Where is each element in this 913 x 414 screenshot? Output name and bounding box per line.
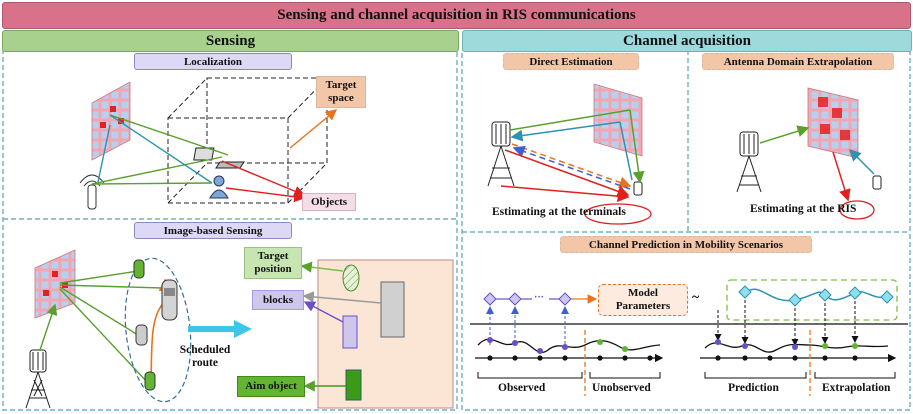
extrapolation-label: Extrapolation [822, 382, 891, 394]
direct-estimation-caption: Estimating at the terminals [492, 206, 626, 218]
antenna-domain-extrapolation-label: Antenna Domain Extrapolation [702, 53, 894, 70]
phone-icon-direct [633, 181, 643, 196]
target-position-box: Target position [244, 247, 302, 279]
car-gray-large [161, 279, 178, 321]
car-green-top [133, 259, 145, 279]
unobserved-label: Unobserved [592, 382, 651, 394]
direct-caption-highlight: terminals [579, 206, 626, 218]
ris-panel-antenna [807, 87, 859, 159]
car-gray-small [135, 324, 148, 346]
aim-object-shape [345, 369, 362, 401]
base-station-tower-left [25, 349, 51, 409]
prediction-label: Prediction [728, 382, 779, 394]
ellipsis-dots: ··· [534, 292, 545, 303]
base-station-tower-direct [487, 121, 515, 187]
antenna-caption-prefix: Estimating at the [750, 203, 835, 215]
observed-label: Observed [498, 382, 546, 394]
person-icon [209, 175, 229, 199]
ris-highlight-ellipse [839, 200, 875, 220]
localization-label: Localization [134, 53, 292, 70]
sensing-flow-arrow [188, 320, 252, 338]
access-point-icon [79, 174, 105, 210]
predicted-parameter-markers [738, 285, 894, 307]
phone-icon-antenna [872, 175, 882, 190]
scheduled-route-label: Scheduled route [179, 344, 231, 369]
target-space-cube [167, 77, 328, 204]
direct-estimation-label: Direct Estimation [503, 53, 639, 70]
channel-prediction-label: Channel Prediction in Mobility Scenarios [560, 236, 812, 253]
block-small [342, 315, 358, 349]
block-large [380, 281, 405, 338]
aim-object-box: Aim object [237, 376, 305, 397]
objects-box: Objects [302, 193, 356, 211]
predicted-samples [715, 339, 858, 361]
model-parameters-box: Model Parameters [598, 284, 688, 316]
car-green-bottom [144, 371, 156, 391]
blocks-box: blocks [252, 290, 304, 310]
antenna-extrapolation-caption: Estimating at the RIS [750, 203, 856, 215]
antenna-caption-highlight: RIS [837, 203, 857, 215]
diagram-title: Sensing and channel acquisition in RIS c… [2, 2, 911, 29]
channel-acquisition-header: Channel acquisition [462, 30, 912, 52]
direct-caption-prefix: Estimating at the [492, 206, 577, 218]
ris-panel-localization [91, 81, 131, 161]
terminals-highlight-ellipse [584, 203, 652, 225]
sensing-header: Sensing [2, 30, 459, 52]
base-station-tower-antenna [736, 131, 762, 193]
tilde-symbol: ~ [692, 290, 700, 305]
prediction-box [726, 279, 898, 321]
target-blob [342, 264, 360, 292]
observed-parameter-markers [483, 292, 572, 306]
target-space-box: Target space [316, 76, 366, 108]
image-based-sensing-label: Image-based Sensing [134, 222, 292, 239]
observed-samples [487, 337, 653, 361]
ris-panel-direct [593, 83, 643, 157]
ris-panel-image-sensing [34, 249, 76, 319]
